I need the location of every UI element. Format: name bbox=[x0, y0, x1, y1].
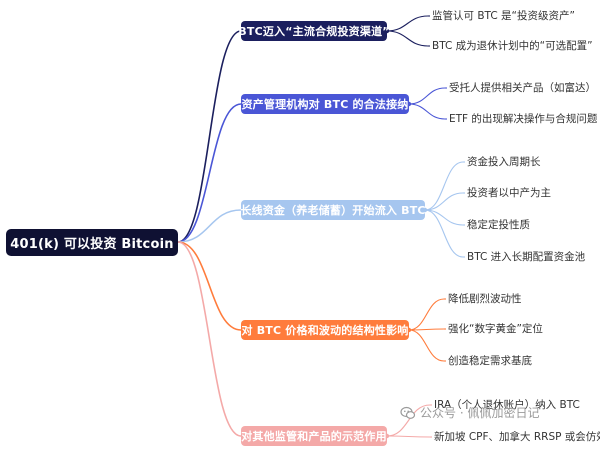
watermark: 公众号 · 佩佩加密日记 bbox=[400, 404, 539, 421]
leaf-cpf-rrsp: 新加坡 CPF、加拿大 RRSP 或会仿效 bbox=[434, 431, 600, 443]
leaf-regulator-recognition: 监管认可 BTC 是“投资级资产” bbox=[432, 10, 575, 22]
leaf-connector bbox=[386, 404, 431, 437]
leaf-connector bbox=[408, 87, 446, 105]
leaf-connector bbox=[408, 103, 446, 120]
leaf-connector bbox=[386, 15, 429, 32]
leaf-digital-gold: 强化“数字黄金”定位 bbox=[448, 323, 543, 335]
leaf-retirement-option: BTC 成为退休计划中的“可选配置” bbox=[432, 40, 593, 52]
leaf-lower-volatility: 降低剧烈波动性 bbox=[448, 293, 522, 305]
leaf-dca-nature: 稳定定投性质 bbox=[467, 219, 530, 231]
branch-connector bbox=[177, 103, 242, 243]
wechat-icon bbox=[400, 406, 416, 419]
branch-node-demonstration-effect: 对其他监管和产品的示范作用 bbox=[241, 426, 387, 446]
leaf-etf-compliance: ETF 的出现解决操作与合规问题 bbox=[449, 113, 598, 125]
branch-node-long-term-capital: 长线资金（养老储蓄）开始流入 BTC bbox=[240, 200, 426, 220]
branch-connector bbox=[177, 209, 242, 243]
leaf-middle-class-investors: 投资者以中产为主 bbox=[467, 187, 551, 199]
leaf-connector bbox=[424, 192, 464, 211]
leaf-stable-demand: 创造稳定需求基底 bbox=[448, 355, 532, 367]
branch-connector bbox=[177, 241, 242, 437]
leaf-connector bbox=[424, 161, 464, 211]
branch-connector bbox=[177, 241, 242, 331]
leaf-long-horizon: 资金投入周期长 bbox=[467, 156, 541, 168]
leaf-connector bbox=[408, 298, 445, 331]
leaf-connector bbox=[386, 435, 431, 438]
leaf-connector bbox=[424, 209, 464, 258]
watermark-text: 公众号 · 佩佩加密日记 bbox=[420, 406, 540, 420]
leaf-connector bbox=[386, 30, 429, 47]
root-node: 401(k) 可以投资 Bitcoin bbox=[6, 229, 178, 256]
leaf-connector bbox=[408, 328, 445, 331]
branch-node-price-impact: 对 BTC 价格和波动的结构性影响 bbox=[241, 320, 409, 340]
branch-node-asset-managers: 资产管理机构对 BTC 的合法接纳 bbox=[241, 94, 409, 114]
branch-connector bbox=[177, 30, 242, 243]
branch-node-mainstream: BTC迈入“主流合规投资渠道” bbox=[238, 21, 390, 41]
leaf-long-term-pool: BTC 进入长期配置资金池 bbox=[467, 251, 586, 263]
leaf-connector bbox=[408, 329, 445, 362]
leaf-ira-inclusion: IRA（个人退休账户）纳入 BTC bbox=[434, 399, 580, 411]
leaf-trustee-products: 受托人提供相关产品（如富达） bbox=[449, 82, 596, 94]
